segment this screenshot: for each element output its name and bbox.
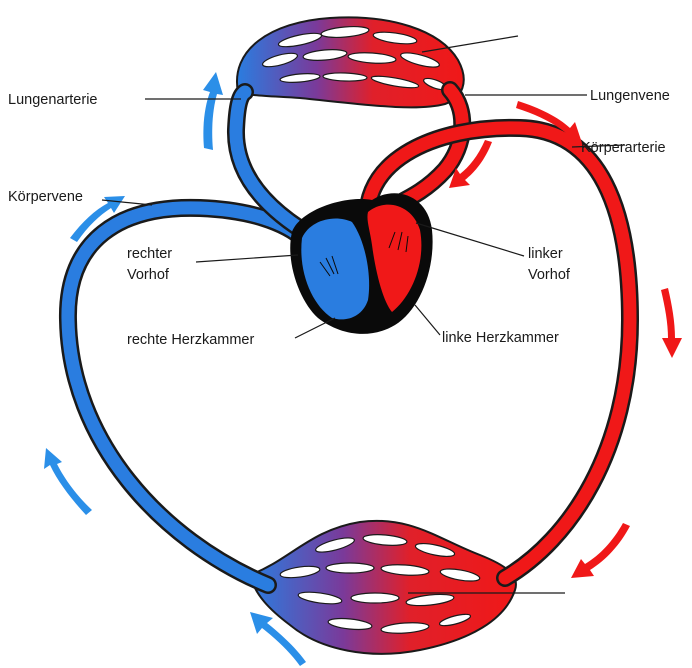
label-koerperarterie: Körperarterie [581, 140, 666, 156]
label-lungenvene: Lungenvene [590, 88, 670, 104]
label-rechter-vorhof-line1: rechter [127, 246, 172, 262]
body-capillary-network [250, 521, 516, 654]
red-arrow-lower-right [571, 523, 630, 578]
label-rechte-herzkammer: rechte Herzkammer [127, 332, 254, 348]
pulmonary-capillary-network [237, 17, 464, 107]
label-linke-herzkammer: linke Herzkammer [442, 330, 559, 346]
label-koerpervene: Körpervene [8, 189, 83, 205]
label-linker-vorhof-line1: linker [528, 246, 563, 262]
blue-arrow-lower-left [44, 448, 92, 515]
label-lungenarterie: Lungenarterie [8, 92, 98, 108]
blue-arrow-pulmonary [203, 72, 223, 150]
label-linker-vorhof-line2: Vorhof [528, 267, 571, 283]
body-vein [68, 208, 305, 585]
red-arrow-right-side [661, 288, 682, 358]
label-rechter-vorhof-line2: Vorhof [127, 267, 170, 283]
heart [290, 193, 432, 334]
